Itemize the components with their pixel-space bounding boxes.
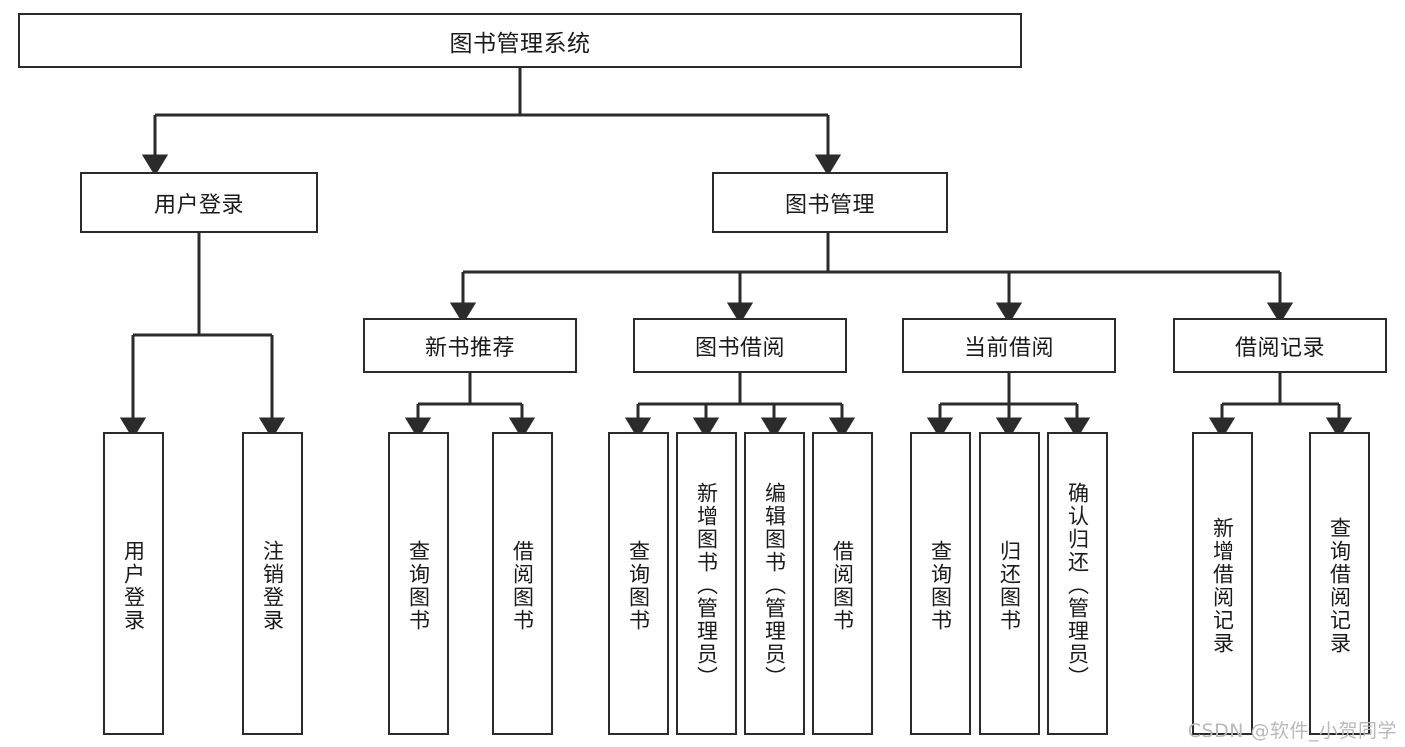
node-label: 查询图书: [406, 539, 431, 632]
node-label: 图书管理: [784, 192, 875, 218]
leaf-borrow-edit-book-admin[interactable]: 编辑图书（管理员）: [744, 432, 805, 735]
leaf-current-query-book[interactable]: 查询图书: [910, 432, 971, 735]
leaf-current-return-book[interactable]: 归还图书: [979, 432, 1040, 735]
leaf-user-logout[interactable]: 注销登录: [242, 432, 303, 735]
node-label: 图书借阅: [694, 335, 785, 361]
node-borrow-record[interactable]: 借阅记录: [1173, 318, 1387, 373]
leaf-record-query-borrow-record[interactable]: 查询借阅记录: [1309, 432, 1370, 735]
node-label: 图书管理系统: [449, 30, 591, 57]
node-current-borrow[interactable]: 当前借阅: [902, 318, 1116, 373]
leaf-current-confirm-return-admin[interactable]: 确认归还（管理员）: [1047, 432, 1108, 735]
node-label: 新书推荐: [424, 335, 515, 361]
node-label: 编辑图书（管理员）: [762, 482, 787, 689]
node-label: 新增借阅记录: [1210, 516, 1235, 655]
node-user-login[interactable]: 用户登录: [80, 172, 318, 233]
leaf-borrow-add-book-admin[interactable]: 新增图书（管理员）: [676, 432, 737, 735]
node-book-management[interactable]: 图书管理: [712, 172, 948, 233]
watermark-text: CSDN @软件_小贺同学: [1187, 720, 1397, 742]
leaf-recommend-query-book[interactable]: 查询图书: [388, 432, 449, 735]
leaf-record-add-borrow-record[interactable]: 新增借阅记录: [1192, 432, 1253, 735]
node-label: 当前借阅: [963, 335, 1054, 361]
leaf-borrow-query-book[interactable]: 查询图书: [608, 432, 669, 735]
node-label: 查询图书: [928, 539, 953, 632]
node-label: 借阅记录: [1234, 335, 1325, 361]
node-new-book-recommend[interactable]: 新书推荐: [363, 318, 577, 373]
node-label: 注销登录: [260, 539, 285, 632]
leaf-user-login[interactable]: 用户登录: [103, 432, 164, 735]
leaf-borrow-borrow-book[interactable]: 借阅图书: [812, 432, 873, 735]
node-label: 确认归还（管理员）: [1065, 482, 1090, 689]
leaf-recommend-borrow-book[interactable]: 借阅图书: [492, 432, 553, 735]
node-label: 查询图书: [626, 539, 651, 632]
node-label: 新增图书（管理员）: [694, 482, 719, 689]
node-label: 查询借阅记录: [1327, 516, 1352, 655]
node-label: 借阅图书: [830, 539, 855, 632]
node-book-borrow[interactable]: 图书借阅: [633, 318, 847, 373]
node-label: 借阅图书: [510, 539, 535, 632]
node-label: 用户登录: [153, 192, 244, 218]
node-label: 归还图书: [997, 539, 1022, 632]
node-root-system[interactable]: 图书管理系统: [18, 13, 1022, 68]
node-label: 用户登录: [121, 539, 146, 632]
